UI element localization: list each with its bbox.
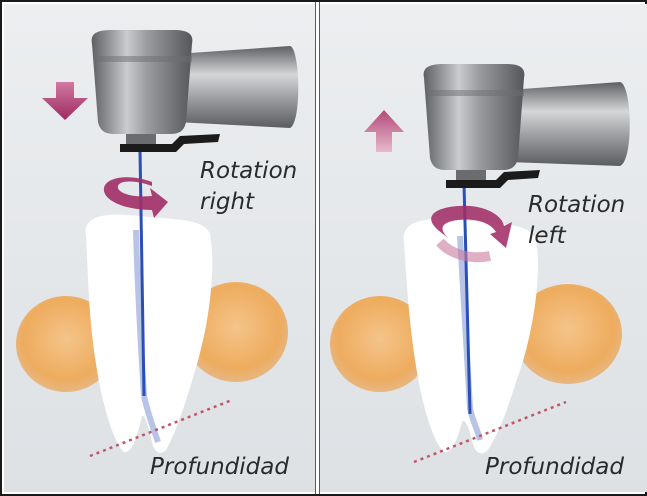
- handpiece-ring: [426, 90, 524, 96]
- rotation-label: Rotation right: [200, 156, 297, 218]
- rotation-label: Rotation left: [528, 190, 625, 252]
- handpiece-head: [92, 30, 193, 134]
- rotation-label-line-2: right: [200, 187, 297, 218]
- depth-label: Profundidad: [150, 452, 289, 483]
- panel-rotation-left: Rotation left Profundidad: [320, 4, 647, 492]
- handpiece-ring: [94, 56, 192, 62]
- rotation-label-line-1: Rotation: [528, 190, 625, 221]
- rotation-label-line-1: Rotation: [200, 156, 297, 187]
- depth-label: Profundidad: [485, 452, 624, 483]
- rotation-label-line-2: left: [528, 221, 625, 252]
- panel-illustration: [4, 4, 315, 492]
- handpiece-neck: [508, 82, 630, 166]
- panel-rotation-right: Rotation right Profundidad: [4, 4, 315, 492]
- handpiece-neck: [176, 46, 298, 128]
- handpiece-head: [424, 64, 525, 170]
